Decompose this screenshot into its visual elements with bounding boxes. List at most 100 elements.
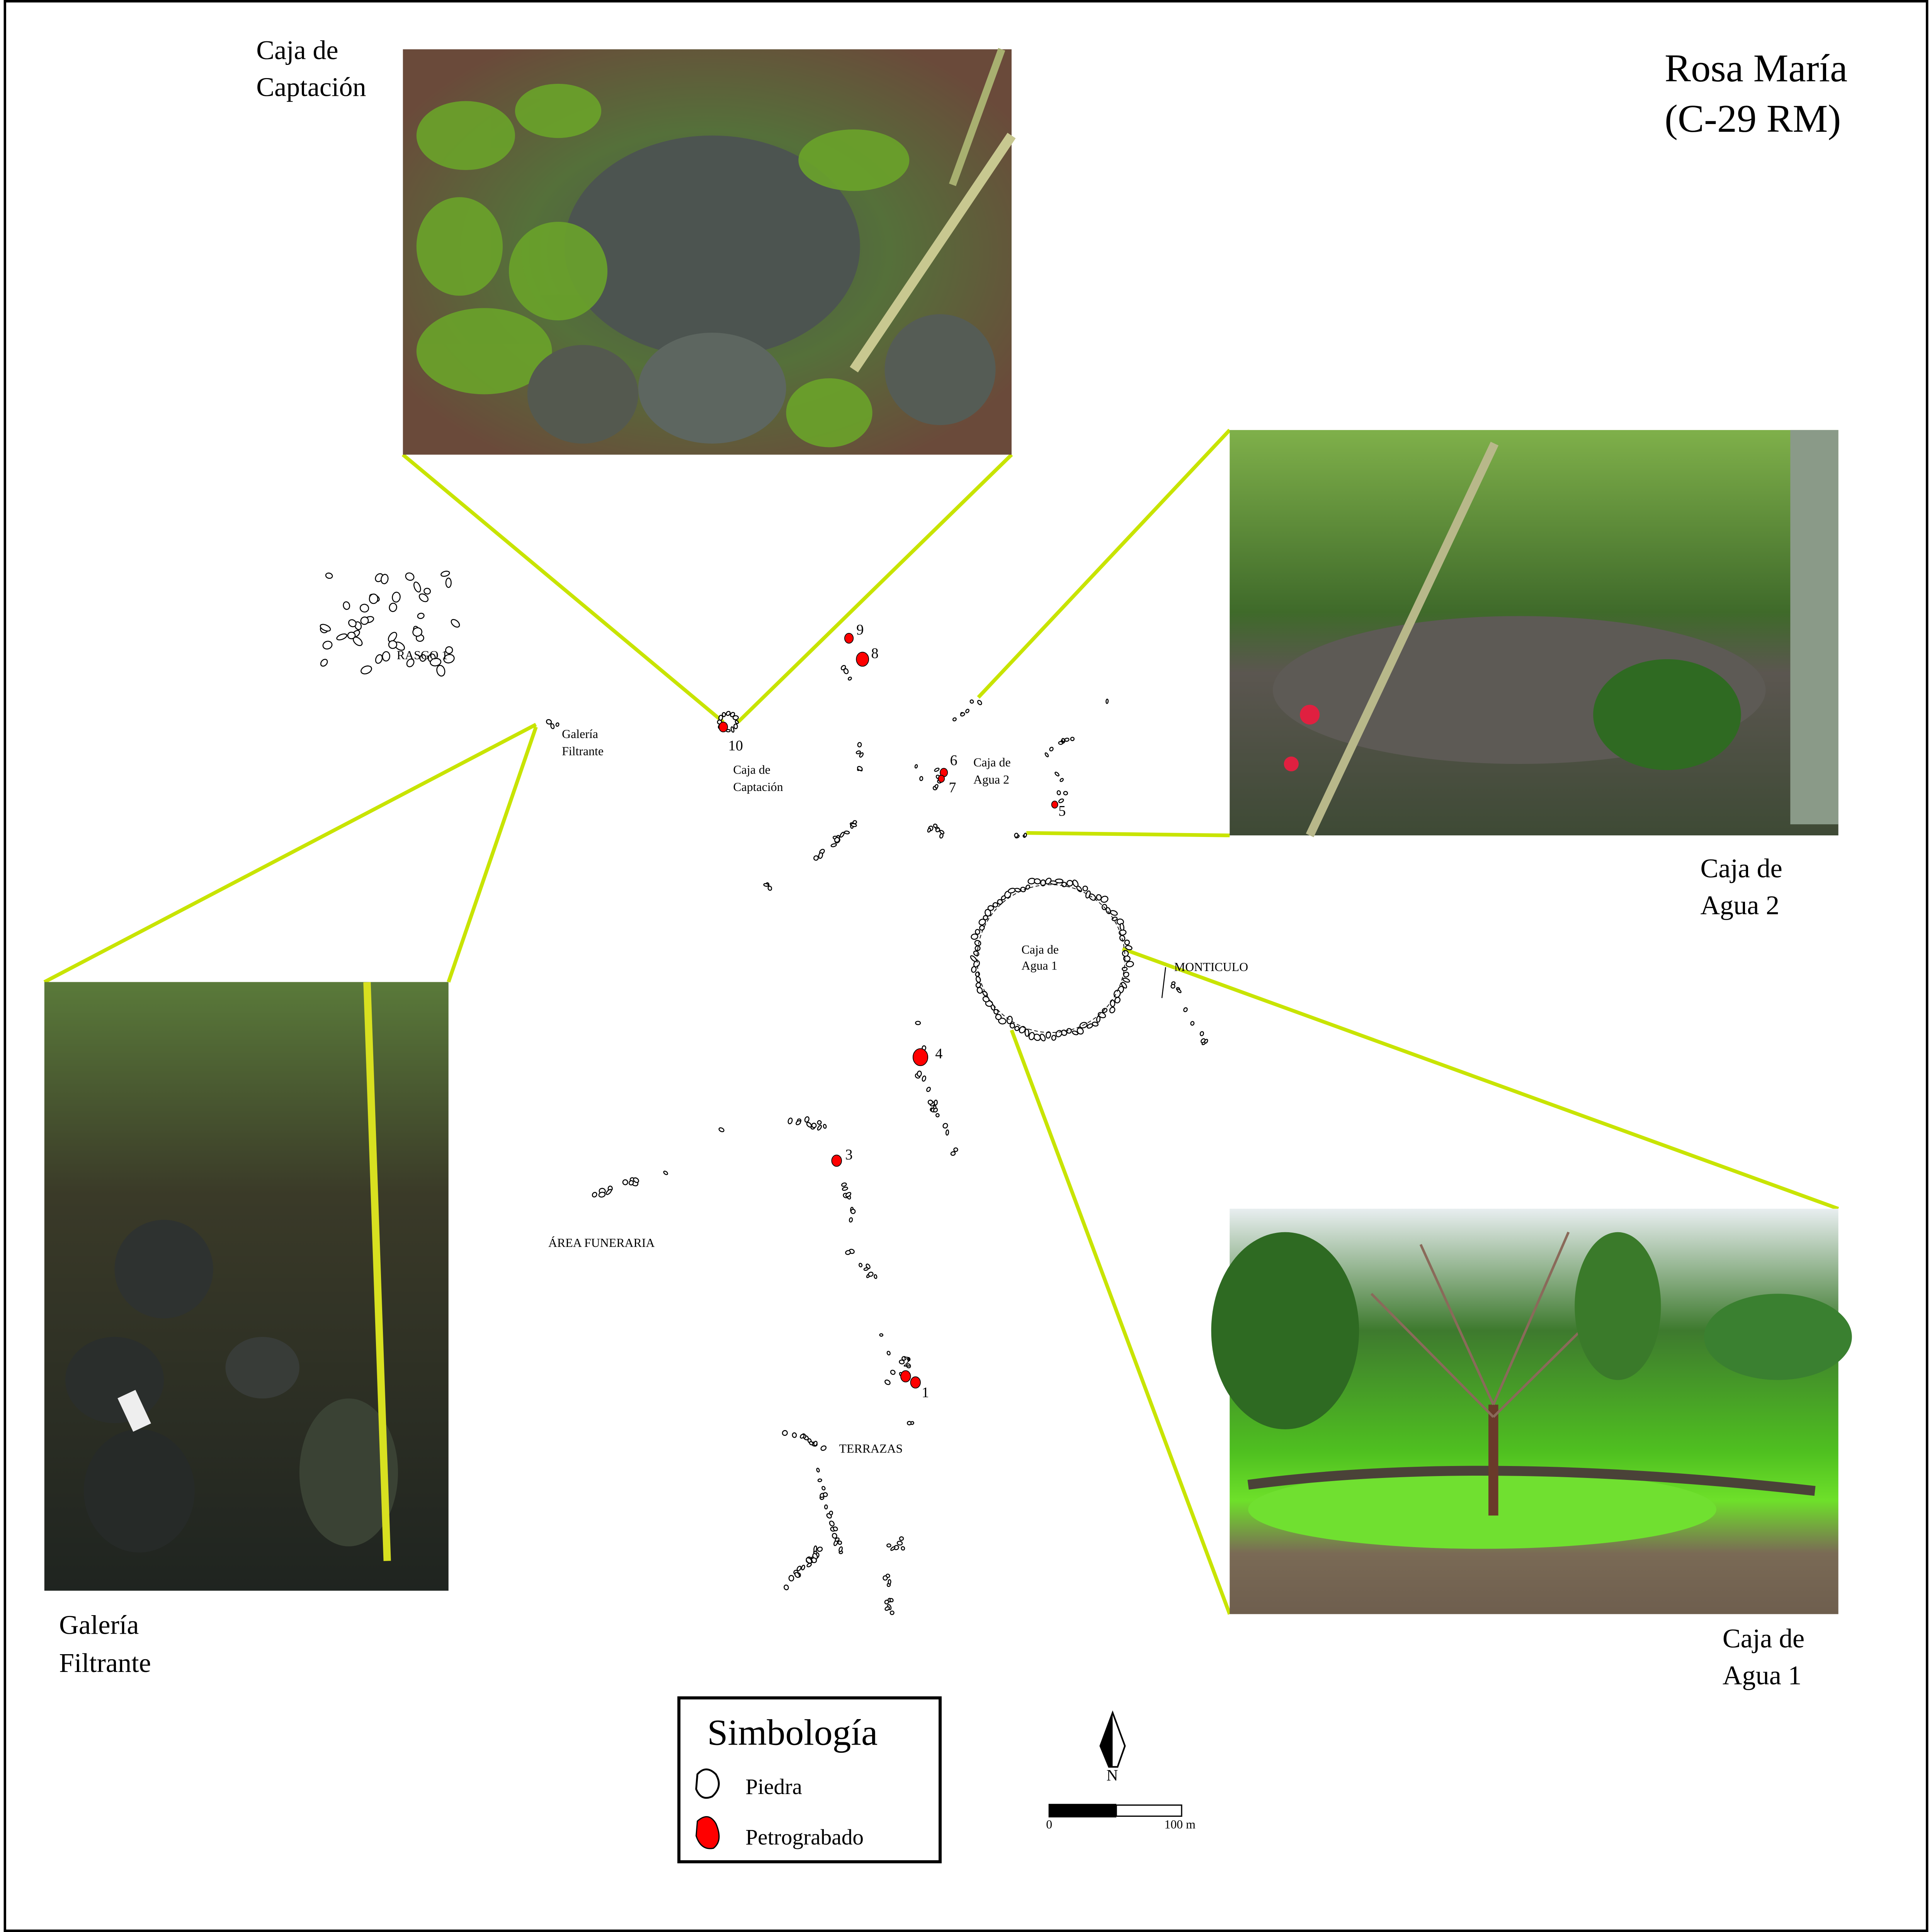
petroglyph-number: 6 bbox=[950, 752, 957, 769]
photo-caja-captacion bbox=[403, 48, 1016, 455]
stone bbox=[817, 1125, 822, 1131]
stone bbox=[813, 855, 819, 861]
stone bbox=[1110, 910, 1118, 916]
stone bbox=[806, 1563, 812, 1568]
stone bbox=[628, 1180, 634, 1185]
petroglyph-number: 2 bbox=[903, 1354, 910, 1370]
stone bbox=[973, 960, 980, 968]
label-monticulo: MONTICULO bbox=[1174, 960, 1248, 974]
stone bbox=[392, 592, 401, 603]
petroglyph-number: 4 bbox=[935, 1046, 942, 1062]
stone bbox=[935, 1113, 940, 1117]
stone bbox=[1113, 990, 1121, 998]
label-galeria-2: Filtrante bbox=[562, 745, 604, 758]
stone bbox=[997, 899, 1003, 905]
petroglyph-10 bbox=[718, 721, 728, 733]
stone bbox=[369, 594, 378, 604]
stone bbox=[782, 1430, 788, 1436]
stone bbox=[934, 784, 939, 789]
stone bbox=[419, 654, 427, 662]
stone bbox=[443, 654, 455, 663]
petroglyph-1 bbox=[910, 1376, 921, 1389]
stone bbox=[841, 1182, 847, 1187]
stone bbox=[1087, 1023, 1093, 1029]
stone bbox=[1111, 917, 1118, 921]
stone bbox=[809, 1441, 814, 1446]
stone bbox=[1177, 988, 1182, 993]
stone bbox=[832, 1533, 837, 1539]
stone bbox=[718, 714, 723, 721]
stone bbox=[945, 1129, 949, 1136]
stone bbox=[855, 750, 861, 754]
stone bbox=[336, 633, 347, 641]
legend-title: Simbología bbox=[707, 1712, 878, 1753]
stone bbox=[1014, 1026, 1020, 1031]
stone bbox=[813, 1545, 817, 1553]
stone bbox=[381, 574, 389, 584]
stone bbox=[922, 1075, 926, 1082]
stone bbox=[901, 1546, 905, 1551]
stone bbox=[1082, 885, 1088, 891]
stone bbox=[1089, 893, 1096, 901]
label-area-funeraria: ÁREA FUNERARIA bbox=[548, 1236, 655, 1250]
stone bbox=[859, 752, 864, 758]
stone bbox=[413, 582, 421, 593]
stone bbox=[1058, 741, 1063, 745]
stone bbox=[845, 1192, 852, 1197]
stone bbox=[884, 1379, 891, 1385]
stone bbox=[1019, 1026, 1026, 1034]
stone bbox=[985, 909, 992, 917]
stone-outline-icon bbox=[695, 1768, 720, 1799]
stone bbox=[820, 1445, 827, 1451]
stone bbox=[915, 1020, 921, 1026]
stone bbox=[998, 1017, 1007, 1025]
petroglyph-number: 7 bbox=[949, 779, 956, 796]
stone bbox=[722, 712, 726, 717]
stone bbox=[899, 1359, 905, 1364]
stone bbox=[1105, 699, 1109, 704]
stone bbox=[359, 604, 369, 613]
stone bbox=[1122, 950, 1129, 957]
stone bbox=[555, 722, 560, 727]
stone bbox=[1110, 999, 1116, 1007]
stone bbox=[320, 624, 331, 632]
stone bbox=[361, 665, 372, 675]
stone bbox=[863, 1267, 869, 1271]
caption-agua2-2: Agua 2 bbox=[1701, 890, 1780, 920]
stone bbox=[971, 934, 978, 940]
label-agua1-2: Agua 1 bbox=[1021, 959, 1057, 973]
stone bbox=[605, 1189, 612, 1195]
stone bbox=[818, 852, 823, 859]
stone bbox=[550, 723, 555, 730]
leader-captacion-left bbox=[401, 453, 724, 724]
scale-end: 100 m bbox=[1164, 1818, 1196, 1831]
stone bbox=[889, 1611, 895, 1615]
stone bbox=[1126, 961, 1134, 968]
stone bbox=[1190, 1021, 1195, 1026]
stone bbox=[1028, 1032, 1035, 1041]
stone bbox=[1063, 791, 1068, 796]
stone bbox=[888, 1579, 891, 1585]
stone bbox=[1096, 894, 1102, 901]
stone bbox=[796, 1120, 801, 1126]
leader-galeria-right bbox=[447, 726, 538, 983]
label-agua1-1: Caja de bbox=[1021, 943, 1058, 956]
leader-agua2-top bbox=[977, 429, 1231, 699]
stone bbox=[732, 715, 739, 720]
photo-caja-agua-1 bbox=[1211, 1209, 1852, 1614]
stone bbox=[960, 712, 965, 717]
stone bbox=[933, 823, 938, 828]
stone bbox=[829, 1520, 835, 1527]
north-arrow: N bbox=[1099, 1710, 1126, 1784]
stone bbox=[423, 588, 431, 595]
stone bbox=[890, 1369, 896, 1375]
stone bbox=[899, 1536, 904, 1541]
stone bbox=[430, 658, 442, 667]
stone bbox=[842, 1187, 848, 1191]
site-code: (C-29 RM) bbox=[1665, 97, 1841, 141]
scale-bar: 0 100 m bbox=[1046, 1804, 1196, 1831]
stone bbox=[834, 837, 840, 843]
label-agua2-1: Caja de bbox=[973, 755, 1010, 769]
stone bbox=[440, 570, 450, 577]
